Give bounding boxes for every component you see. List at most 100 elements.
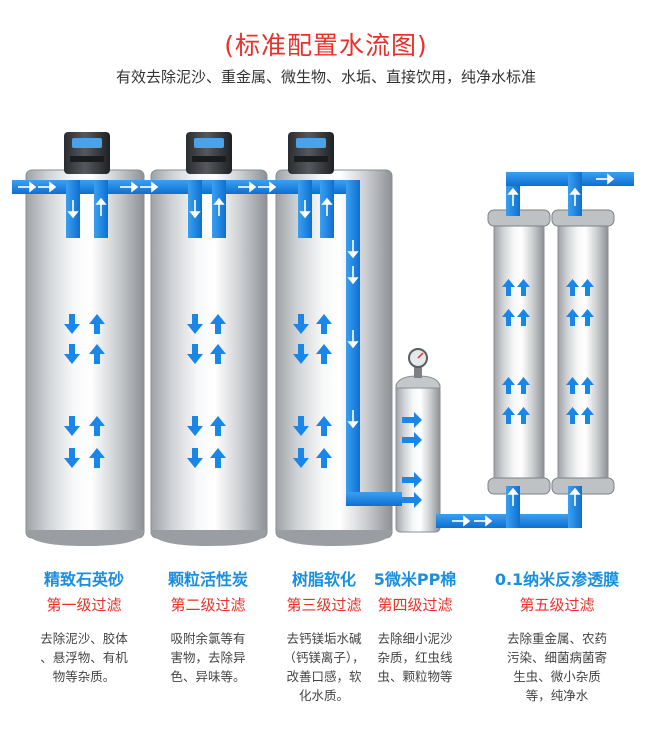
stage-2: 颗粒活性炭 第二级过滤 吸附余氯等有 害物，去除异 色、异味等。: [148, 566, 268, 686]
arrow-up-icon: [581, 309, 594, 326]
arrow-up-icon: [569, 187, 581, 206]
arrow-down-icon: [64, 416, 80, 436]
arrow-down-icon: [187, 448, 203, 468]
flow-arrows: [18, 173, 615, 527]
arrow-up-icon: [316, 344, 332, 364]
arrow-up-icon: [316, 416, 332, 436]
stage-description: 去除泥沙、胶体 、悬浮物、有机 物等杂质。: [40, 631, 128, 684]
stage-description: 去除细小泥沙 杂质，红虫线 虫、颗粒物等: [377, 631, 453, 684]
tank-1: [25, 169, 145, 546]
stage-name: 5微米PP棉: [373, 570, 457, 589]
arrow-down-icon: [64, 344, 80, 364]
control-valve-2: [186, 132, 232, 174]
arrow-down-icon: [347, 410, 359, 429]
ro-membrane-housing-1: [487, 209, 551, 495]
arrow-up-icon: [213, 197, 225, 216]
arrow-up-icon: [517, 407, 530, 424]
arrow-down-icon: [347, 240, 359, 259]
control-valve-3: [288, 132, 334, 174]
arrow-down-icon: [64, 448, 80, 468]
stage-description: 去除重金属、农药 污染、细菌病菌寄 生虫、微小杂质 等，纯净水: [506, 631, 607, 703]
arrow-right-icon: [120, 181, 139, 193]
water-flow-diagram: [12, 132, 634, 546]
arrow-right-icon: [238, 181, 257, 193]
arrow-up-icon: [502, 309, 515, 326]
arrow-up-icon: [581, 377, 594, 394]
control-valve-1: [64, 132, 110, 174]
arrow-right-icon: [402, 432, 422, 448]
pressure-gauge-icon: [408, 348, 428, 368]
arrow-down-icon: [293, 448, 309, 468]
arrow-up-icon: [517, 279, 530, 296]
stage-4: 5微米PP棉 第四级过滤 去除细小泥沙 杂质，红虫线 虫、颗粒物等: [362, 566, 468, 686]
arrow-up-icon: [89, 314, 105, 334]
arrow-up-icon: [210, 344, 226, 364]
arrow-down-icon: [293, 416, 309, 436]
arrow-up-icon: [566, 407, 579, 424]
arrow-right-icon: [402, 492, 422, 508]
stage-level: 第三级过滤: [286, 596, 362, 614]
stage-name: 树脂软化: [291, 570, 356, 589]
arrow-down-icon: [293, 344, 309, 364]
tank-2: [150, 169, 268, 546]
arrow-right-icon: [474, 515, 493, 527]
tank-flow-arrows: [64, 279, 594, 508]
pp-filter-tank: [395, 362, 441, 533]
arrow-up-icon: [89, 344, 105, 364]
arrow-down-icon: [67, 200, 79, 219]
arrow-up-icon: [566, 377, 579, 394]
arrow-right-icon: [258, 181, 277, 193]
stage-level: 第五级过滤: [519, 596, 595, 614]
arrow-up-icon: [210, 314, 226, 334]
arrow-right-icon: [38, 181, 57, 193]
arrow-down-icon: [299, 200, 311, 219]
arrow-down-icon: [187, 314, 203, 334]
arrow-up-icon: [502, 279, 515, 296]
arrow-up-icon: [95, 197, 107, 216]
arrow-up-icon: [517, 309, 530, 326]
stage-level: 第一级过滤: [46, 596, 122, 614]
arrow-up-icon: [566, 279, 579, 296]
arrow-up-icon: [581, 407, 594, 424]
arrow-up-icon: [210, 448, 226, 468]
arrow-right-icon: [452, 515, 471, 527]
arrow-down-icon: [189, 200, 201, 219]
stage-level: 第二级过滤: [170, 596, 246, 614]
stage-description: 去钙镁垢水碱 （钙镁离子）， 改善口感，软 化水质。: [283, 631, 365, 703]
arrow-down-icon: [187, 344, 203, 364]
arrow-right-icon: [402, 472, 422, 488]
tank-3: [275, 169, 393, 546]
arrow-up-icon: [316, 314, 332, 334]
arrow-up-icon: [89, 416, 105, 436]
page-title: (标准配置水流图): [224, 31, 428, 60]
arrow-up-icon: [502, 377, 515, 394]
arrow-up-icon: [502, 407, 515, 424]
stage-name: 0.1纳米反渗透膜: [494, 570, 620, 589]
stage-description: 吸附余氯等有 害物，去除异 色、异味等。: [170, 631, 246, 684]
page-subtitle: 有效去除泥沙、重金属、微生物、水垢、直接饮用，纯净水标准: [115, 68, 536, 86]
arrow-right-icon: [140, 181, 159, 193]
stage-3: 树脂软化 第三级过滤 去钙镁垢水碱 （钙镁离子）， 改善口感，软 化水质。: [264, 566, 384, 705]
arrow-up-icon: [517, 377, 530, 394]
arrow-right-icon: [402, 412, 422, 428]
arrow-up-icon: [581, 279, 594, 296]
arrow-up-icon: [89, 448, 105, 468]
stage-1: 精致石英砂 第一级过滤 去除泥沙、胶体 、悬浮物、有机 物等杂质。: [24, 566, 144, 686]
arrow-down-icon: [187, 416, 203, 436]
arrow-up-icon: [321, 197, 333, 216]
ro-membrane-housing-2: [551, 209, 615, 495]
arrow-up-icon: [507, 187, 519, 206]
arrow-down-icon: [347, 330, 359, 349]
stage-5: 0.1纳米反渗透膜 第五级过滤 去除重金属、农药 污染、细菌病菌寄 生虫、微小杂…: [472, 566, 642, 705]
arrow-down-icon: [347, 266, 359, 285]
arrow-up-icon: [566, 309, 579, 326]
arrow-up-icon: [569, 487, 581, 506]
arrow-down-icon: [293, 314, 309, 334]
arrow-up-icon: [210, 416, 226, 436]
arrow-right-icon: [596, 173, 615, 185]
stage-name: 精致石英砂: [43, 570, 124, 589]
arrow-down-icon: [64, 314, 80, 334]
arrow-up-icon: [316, 448, 332, 468]
stage-name: 颗粒活性炭: [167, 570, 248, 589]
stage-level: 第四级过滤: [377, 596, 453, 614]
